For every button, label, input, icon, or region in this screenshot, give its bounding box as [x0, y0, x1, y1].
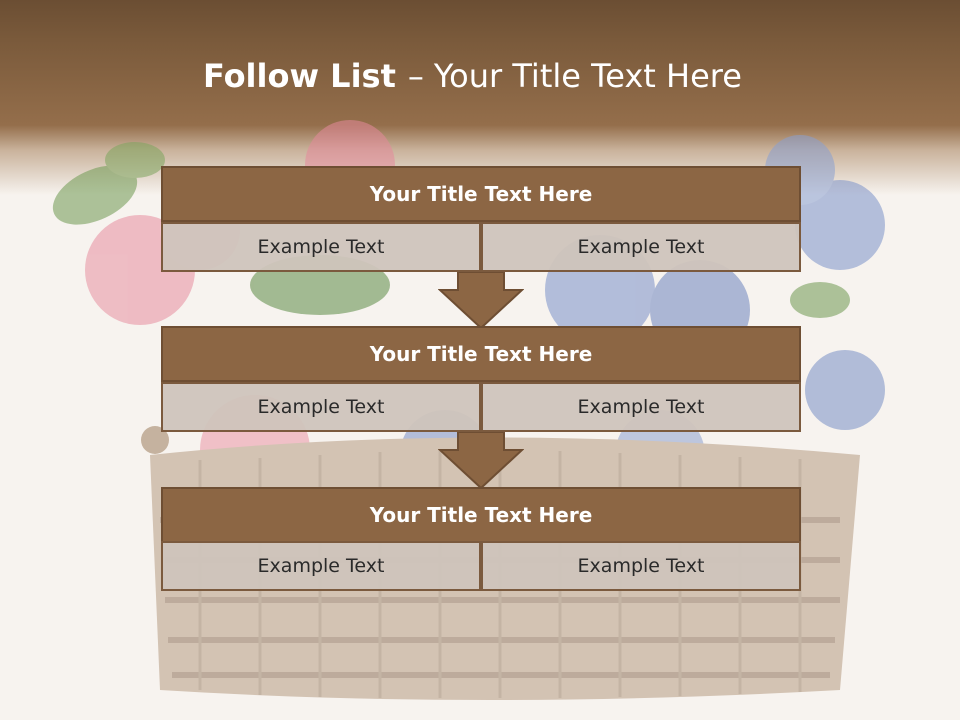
down-arrow-icon	[438, 431, 524, 490]
slide-title-dash: –	[407, 57, 424, 95]
block-1-right-cell: Example Text	[481, 222, 801, 272]
slide-title-rest: Your Title Text Here	[433, 57, 742, 95]
block-3-left-cell: Example Text	[161, 541, 481, 591]
block-2-right-cell: Example Text	[481, 382, 801, 432]
down-arrow-icon	[438, 271, 524, 330]
slide-title-bold: Follow List	[203, 57, 396, 95]
block-2-left-cell: Example Text	[161, 382, 481, 432]
block-1-title: Your Title Text Here	[161, 166, 801, 222]
block-1-left-cell: Example Text	[161, 222, 481, 272]
block-2-title: Your Title Text Here	[161, 326, 801, 382]
slide-title: Follow List–Your Title Text Here	[203, 54, 742, 98]
block-3-title: Your Title Text Here	[161, 487, 801, 543]
block-3-right-cell: Example Text	[481, 541, 801, 591]
